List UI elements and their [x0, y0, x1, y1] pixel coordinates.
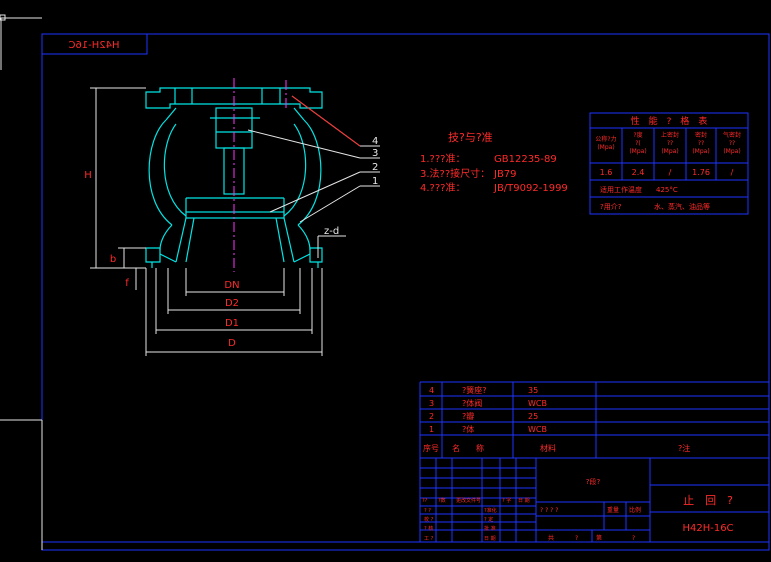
- req-3-label: 3.法??接尺寸：: [420, 167, 490, 180]
- top-title-mirrored: H42H-16C: [68, 40, 119, 51]
- total-label: 共: [548, 534, 554, 542]
- part-no-3: 3: [429, 399, 434, 408]
- parts-list: 4 ?簧座? 35 3 ?体阀 WCB 2 ?瓣 25 1 ?体 WCB 序号 …: [419, 381, 769, 542]
- perf-header-2: ?度?((Mpa): [629, 131, 646, 155]
- part-name-4: ?簧座?: [462, 385, 487, 395]
- stage-marks: ? ? ? ?: [540, 507, 558, 514]
- callout-4: 4: [372, 136, 378, 147]
- perf-value-1: 1.6: [600, 168, 613, 177]
- dim-DN: DN: [224, 280, 239, 291]
- row-label2-2: ? 定: [484, 516, 493, 523]
- perf-value-3: /: [669, 168, 672, 177]
- valve-body: [145, 87, 323, 268]
- part-material-3: WCB: [528, 399, 547, 408]
- row-label-1: ? ?: [424, 508, 431, 514]
- perf-value-5: /: [731, 168, 734, 177]
- performance-table: 性 能 ? 格 表 公称?力(Mpa) ?度?((Mpa) 上密封??(Mpa)…: [589, 112, 749, 215]
- perf-temp-value: 425°C: [656, 186, 678, 194]
- tech-requirements: 技?与?准 1.???准： GB12235-89 3.法??接尺寸： JB79 …: [420, 131, 568, 194]
- top-title-box: [41, 33, 148, 55]
- req-4-label: 4.???准：: [420, 182, 465, 194]
- dim-D: D: [228, 338, 236, 349]
- drawing-number: H42H-16C: [682, 523, 733, 534]
- perf-header-1: 公称?力(Mpa): [595, 135, 616, 151]
- parts-header-material: 材料: [540, 443, 556, 453]
- part-material-4: 35: [528, 386, 538, 395]
- row-label2-3: 批 准: [484, 525, 496, 532]
- dim-b: b: [110, 254, 116, 265]
- req-1-value: GB12235-89: [494, 154, 557, 165]
- parts-header-no: 序号: [423, 443, 439, 453]
- dim-D1: D1: [225, 318, 239, 329]
- perf-medium-value: 水、蒸汽、油品等: [654, 202, 710, 211]
- callout-numbers: 4 3 2 1: [372, 136, 378, 187]
- part-no-1: 1: [429, 425, 434, 434]
- part-no-4: 4: [429, 386, 434, 395]
- row-label2-1: ?准化: [484, 507, 497, 514]
- callout-1: 1: [372, 176, 378, 187]
- callout-2: 2: [372, 162, 378, 173]
- req-1-label: 1.???准：: [420, 153, 465, 165]
- drawing-frame: [41, 33, 770, 551]
- part-material-1: WCB: [528, 425, 547, 434]
- outer-border: [41, 33, 770, 551]
- sheet-label: 第: [596, 534, 602, 542]
- perf-header-5: 气密封??(Mpa): [723, 131, 741, 155]
- zhang-2: ?: [632, 535, 635, 542]
- product-name: 止 回 ?: [683, 494, 733, 507]
- sign-col-2: ?数: [438, 497, 446, 504]
- parts-header-note: ?注: [678, 443, 690, 453]
- sign-col-5: 日 期: [518, 498, 530, 504]
- stage-label: ?段?: [586, 477, 601, 486]
- perf-header-3: 上密封??(Mpa): [661, 131, 679, 155]
- perf-value-2: 2.4: [632, 168, 645, 177]
- part-name-2: ?瓣: [462, 411, 474, 421]
- weight-label: 重量: [607, 506, 619, 514]
- part-no-2: 2: [429, 412, 434, 421]
- sign-col-1: ??: [422, 498, 428, 504]
- callout-3: 3: [372, 148, 378, 159]
- part-name-1: ?体: [462, 424, 474, 434]
- req-3-value: JB79: [493, 169, 517, 180]
- callout-leaders-red: [291, 95, 361, 147]
- centerline: [233, 78, 287, 272]
- row-label-3: ? 核: [424, 525, 433, 532]
- row-label-2: 校 ?: [424, 516, 434, 523]
- dim-H: H: [84, 170, 92, 181]
- row-label2-4: 日 期: [484, 536, 496, 542]
- req-4-value: JB/T9092-1999: [493, 183, 568, 194]
- perf-value-4: 1.76: [692, 168, 710, 177]
- dim-f: f: [125, 278, 129, 289]
- zhang-1: ?: [575, 535, 578, 542]
- row-label-4: 工 ?: [424, 536, 434, 542]
- perf-title: 性 能 ? 格 表: [631, 115, 708, 127]
- dimension-labels: H b f z-d DN D2 D1 D: [84, 170, 339, 349]
- scale-label: 比例: [629, 506, 641, 514]
- parts-header-name: 名 称: [452, 443, 484, 453]
- dimensions: [90, 87, 346, 356]
- part-material-2: 25: [528, 412, 538, 421]
- dim-zd: z-d: [324, 226, 339, 237]
- title-block: ?段? 止 回 ? H42H-16C ?? ?数 更改文件号 ? 字 日 期 ?…: [420, 458, 769, 542]
- left-edge-marks: [0, 14, 43, 550]
- dim-D2: D2: [225, 298, 239, 309]
- sign-col-3: 更改文件号: [456, 497, 481, 504]
- part-name-3: ?体阀: [462, 398, 482, 408]
- sign-col-4: ? 字: [502, 497, 511, 504]
- perf-header-4: 密封??(Mpa): [692, 131, 709, 155]
- perf-medium-label: ?用介?: [600, 203, 622, 211]
- top-title-text: H42H-16C: [68, 40, 119, 51]
- tech-title: 技?与?准: [448, 131, 493, 144]
- perf-temp-label: 适用工作温度: [600, 185, 642, 194]
